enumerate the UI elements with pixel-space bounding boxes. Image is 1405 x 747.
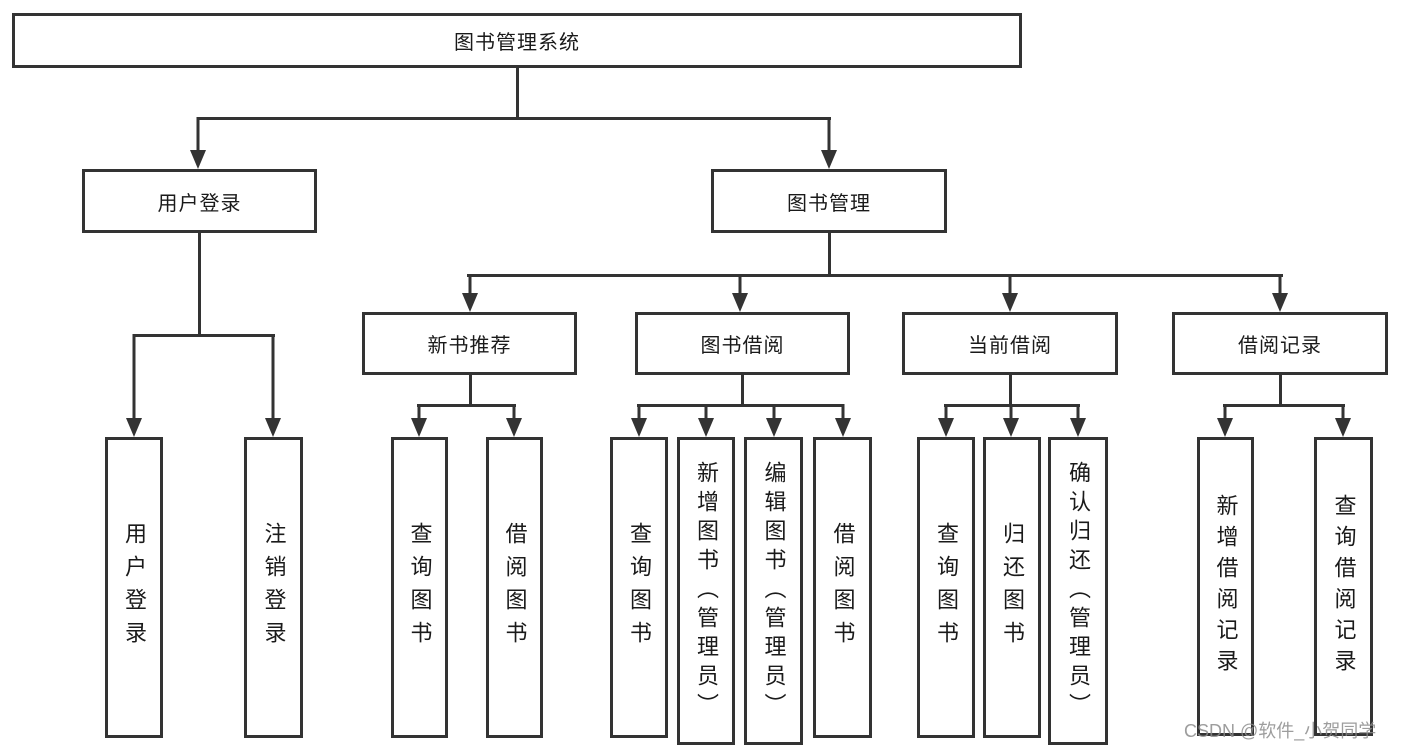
leaf-logout: 注销登录: [244, 437, 303, 738]
node-new-book-recommendation: 新书推荐: [362, 312, 577, 375]
connector-line: [1009, 375, 1012, 407]
connector-line: [828, 233, 831, 277]
leaf-query-books-recommend: 查询图书: [391, 437, 448, 738]
watermark: CSDN @软件_小贺同学: [1184, 721, 1377, 741]
leaf-user-login: 用户登录: [105, 437, 163, 738]
leaf-query-books-current: 查询图书: [917, 437, 975, 738]
connector-arrow-down: [1000, 274, 1020, 312]
connector-arrow-down: [1068, 404, 1088, 437]
connector-line: [417, 404, 516, 407]
leaf-logout-label: 注销登录: [261, 521, 287, 654]
connector-arrow-down: [409, 404, 429, 437]
connector-line: [133, 334, 275, 337]
leaf-add-books-admin-label: 新增图书（管理员）: [694, 460, 719, 722]
connector-arrow-down: [124, 334, 144, 437]
leaf-confirm-return-admin: 确认归还（管理员）: [1048, 437, 1108, 745]
leaf-return-books-label: 归还图书: [1000, 521, 1025, 654]
connector-arrow-down: [1215, 404, 1235, 437]
connector-arrow-down: [696, 404, 716, 437]
node-new-book-recommendation-label: 新书推荐: [427, 335, 512, 357]
leaf-add-borrow-record: 新增借阅记录: [1197, 437, 1254, 736]
connector-arrow-down: [1270, 274, 1290, 312]
node-current-borrowing-label: 当前借阅: [968, 335, 1052, 357]
node-library-system-label: 图书管理系统: [454, 32, 580, 54]
node-current-borrowing: 当前借阅: [902, 312, 1118, 375]
connector-arrow-down: [188, 117, 208, 169]
connector-line: [741, 375, 744, 407]
connector-arrow-down: [833, 404, 853, 437]
leaf-query-books-current-label: 查询图书: [934, 521, 959, 654]
node-book-management: 图书管理: [711, 169, 947, 233]
leaf-user-login-label: 用户登录: [122, 521, 147, 654]
connector-line: [1223, 404, 1345, 407]
node-library-system: 图书管理系统: [12, 13, 1022, 68]
connector-arrow-down: [263, 334, 283, 437]
connector-arrow-down: [936, 404, 956, 437]
connector-line: [198, 233, 201, 337]
connector-arrow-down: [1001, 404, 1021, 437]
leaf-confirm-return-admin-label: 确认归还（管理员）: [1066, 460, 1091, 722]
leaf-borrow-books-recommend-label: 借阅图书: [502, 521, 528, 654]
connector-arrow-down: [1333, 404, 1353, 437]
node-book-management-label: 图书管理: [787, 192, 871, 215]
node-book-borrowing: 图书借阅: [635, 312, 850, 375]
leaf-add-borrow-record-label: 新增借阅记录: [1213, 493, 1239, 680]
connector-arrow-down: [504, 404, 524, 437]
connector-arrow-down: [629, 404, 649, 437]
leaf-borrow-books-borrowing: 借阅图书: [813, 437, 872, 738]
connector-arrow-down: [730, 274, 750, 312]
leaf-edit-books-admin: 编辑图书（管理员）: [744, 437, 803, 745]
connector-arrow-down: [819, 117, 839, 169]
connector-arrow-down: [764, 404, 784, 437]
node-user-login: 用户登录: [82, 169, 317, 233]
node-user-login-label: 用户登录: [157, 192, 242, 215]
leaf-return-books: 归还图书: [983, 437, 1041, 738]
node-borrowing-records-label: 借阅记录: [1238, 335, 1322, 357]
connector-arrow-down: [460, 274, 480, 312]
leaf-add-books-admin: 新增图书（管理员）: [677, 437, 735, 745]
leaf-edit-books-admin-label: 编辑图书（管理员）: [761, 460, 787, 722]
connector-line: [516, 68, 519, 120]
connector-line: [467, 274, 1283, 277]
leaf-query-books-borrowing-label: 查询图书: [627, 521, 652, 654]
connector-line: [197, 117, 831, 120]
leaf-query-books-borrowing: 查询图书: [610, 437, 668, 738]
leaf-borrow-books-borrowing-label: 借阅图书: [830, 521, 856, 654]
node-book-borrowing-label: 图书借阅: [700, 335, 785, 357]
leaf-query-books-recommend-label: 查询图书: [407, 521, 433, 654]
connector-line: [637, 404, 844, 407]
connector-line: [469, 375, 472, 407]
leaf-query-borrow-record-label: 查询借阅记录: [1331, 493, 1357, 680]
node-borrowing-records: 借阅记录: [1172, 312, 1388, 375]
leaf-query-borrow-record: 查询借阅记录: [1314, 437, 1373, 736]
connector-line: [1279, 375, 1282, 407]
leaf-borrow-books-recommend: 借阅图书: [486, 437, 543, 738]
